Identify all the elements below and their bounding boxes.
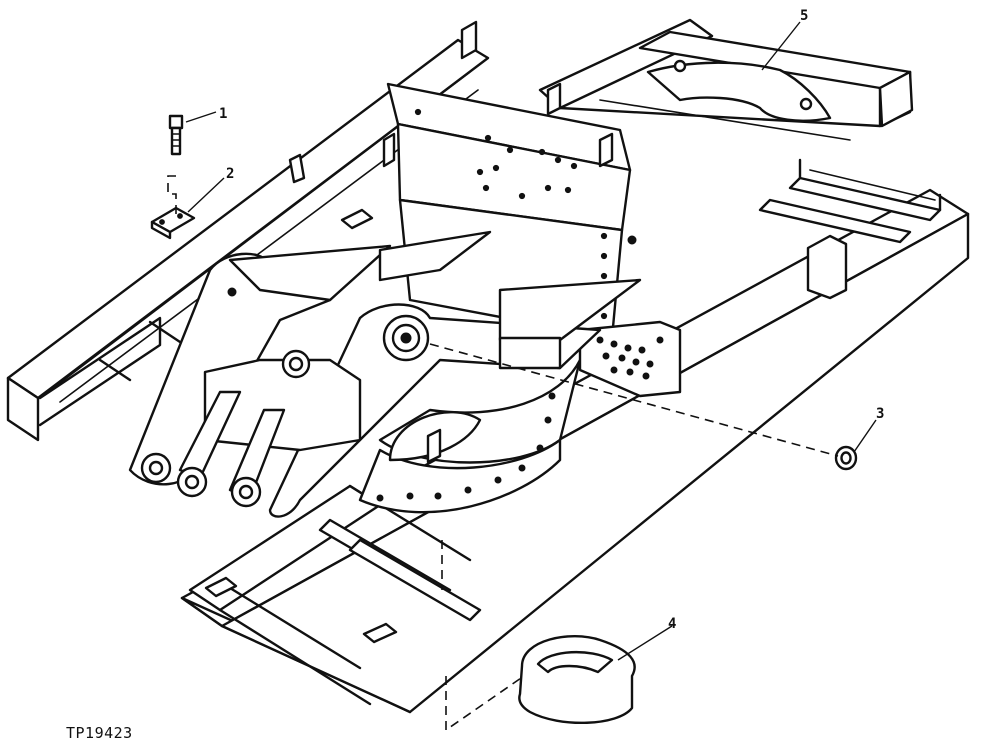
cylinder-mount-lugs [140,390,286,508]
assembly-lines [167,175,839,732]
part-2-plate [150,206,196,240]
callout-labels: 1 2 3 4 5 [219,8,884,632]
callout-3: 3 [876,406,884,422]
part-4-split-ring [518,635,636,725]
part-1-bolt [168,114,184,156]
plate-bolt-holes [376,392,556,502]
callout-2: 2 [226,166,234,182]
frame-clips [382,20,848,464]
callout-1: 1 [219,106,227,122]
callout-5: 5 [800,8,808,24]
leader-lines [185,21,877,661]
part-5-counterweight-plate [646,59,832,122]
part-3-nut [834,445,858,471]
callout-4: 4 [668,616,676,632]
swing-frame-assembly [128,82,682,518]
upright-plate-holes [414,108,637,320]
gusset-holes [596,336,664,380]
figure-id: TP19423 [66,724,133,742]
